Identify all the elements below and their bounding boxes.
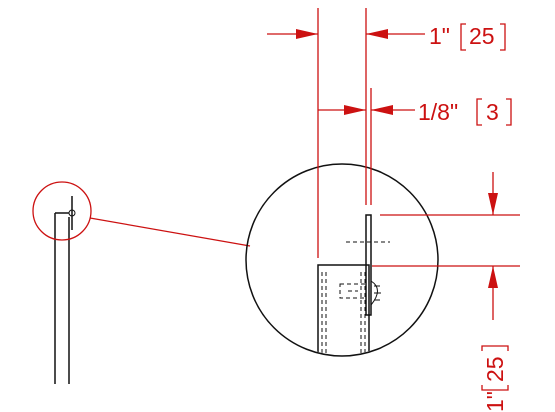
dimension-thickness: 1/8" 3 <box>318 88 512 205</box>
bracket-right <box>500 23 506 51</box>
dimension-offset: 1" 25 <box>372 172 520 412</box>
gap-imperial-label: 1" <box>429 23 450 49</box>
dimension-gap: 1" 25 <box>267 8 506 258</box>
bracket-left <box>476 98 482 126</box>
offset-metric-label: 25 <box>482 356 508 382</box>
thickness-imperial-label: 1/8" <box>418 99 458 125</box>
bracket-right <box>506 98 512 126</box>
gap-metric-label: 25 <box>469 23 495 49</box>
thickness-metric-label: 3 <box>486 99 499 125</box>
bracket-left <box>481 385 509 391</box>
detail-leader-line <box>89 217 251 247</box>
bracket-right <box>481 345 509 351</box>
knuckle-icon <box>370 280 378 306</box>
post-overview <box>54 196 76 384</box>
detail-view-circle <box>245 163 439 357</box>
offset-imperial-label: 1" <box>482 391 508 412</box>
detail-callout-circle <box>32 181 92 241</box>
bracket-left <box>460 23 466 51</box>
detail-contents <box>317 214 390 355</box>
hinge-pin-icon <box>68 209 76 217</box>
